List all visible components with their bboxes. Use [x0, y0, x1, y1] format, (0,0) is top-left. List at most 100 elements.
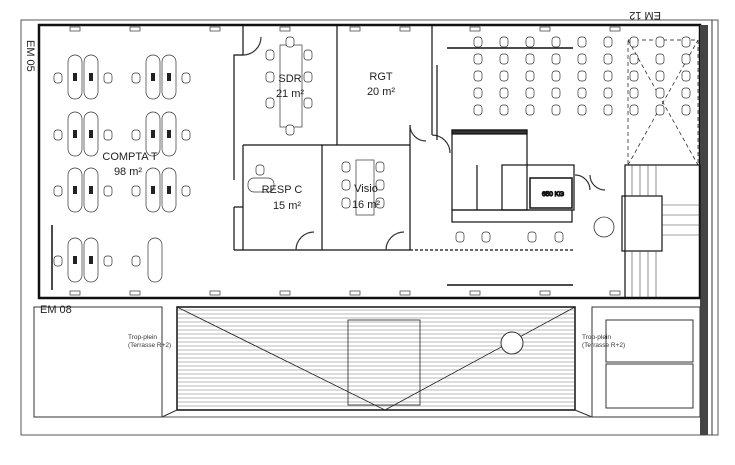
overflow-note-right-sub: (Terrasse R+2) — [582, 342, 625, 349]
window-marker — [69, 290, 81, 296]
chair-icon — [303, 71, 313, 83]
chair-icon — [551, 87, 561, 99]
window-marker — [399, 26, 411, 32]
room-area-rgt: 20 m² — [367, 86, 395, 98]
svg-text:650 KG: 650 KG — [542, 191, 564, 198]
chair-icon — [629, 36, 639, 48]
chair-icon — [655, 87, 665, 99]
deck-hatching — [178, 309, 574, 407]
facade-wall — [700, 25, 708, 435]
chair-icon — [629, 70, 639, 82]
monitor-icon — [167, 186, 171, 194]
monitor-icon — [151, 73, 155, 81]
monitor-icon — [73, 186, 77, 194]
chair-icon — [655, 70, 665, 82]
chair-icon — [681, 53, 691, 65]
chair-icon — [103, 185, 113, 197]
room-name-visio: Visio — [354, 183, 378, 195]
monitor-icon — [151, 186, 155, 194]
room-area-resp-c: 15 m² — [273, 200, 301, 212]
chair-icon — [473, 53, 483, 65]
zone-label-em05: EM 05 — [24, 40, 36, 72]
window-marker — [129, 290, 141, 296]
room-area-sdr: 21 m² — [276, 88, 304, 100]
meeting-table — [279, 44, 303, 128]
window-marker — [129, 26, 141, 32]
desk — [147, 237, 163, 283]
chair-icon — [499, 36, 509, 48]
window-marker — [609, 26, 621, 32]
overflow-note-left-sub: (Terrasse R+2) — [128, 342, 171, 349]
window-marker — [469, 290, 481, 296]
room-name-compta: COMPTA T — [102, 151, 157, 163]
zone-label-em08: EM 08 — [40, 304, 72, 316]
chair-icon — [551, 53, 561, 65]
chair-icon — [455, 231, 465, 243]
chair-icon — [131, 255, 141, 267]
chair-icon — [655, 104, 665, 116]
chair-icon — [655, 36, 665, 48]
room-name-rgt: RGT — [369, 71, 393, 83]
chair-icon — [554, 231, 564, 243]
chair-icon — [655, 53, 665, 65]
chair-icon — [103, 129, 113, 141]
chair-icon — [525, 53, 535, 65]
chair-icon — [603, 87, 613, 99]
window-marker — [69, 26, 81, 32]
monitor-icon — [89, 130, 93, 138]
chair-icon — [473, 70, 483, 82]
chair-icon — [525, 104, 535, 116]
chair-icon — [103, 255, 113, 267]
chair-icon — [181, 185, 191, 197]
chair-icon — [341, 179, 351, 191]
monitor-icon — [151, 130, 155, 138]
chair-icon — [53, 129, 63, 141]
terrace — [33, 297, 701, 418]
chair-icon — [603, 104, 613, 116]
chair-icon — [603, 70, 613, 82]
room-name-resp-c: RESP C — [262, 184, 303, 196]
chair-icon — [525, 87, 535, 99]
chair-icon — [499, 87, 509, 99]
chair-icon — [53, 185, 63, 197]
chair-icon — [681, 87, 691, 99]
chair-icon — [181, 129, 191, 141]
chair-icon — [499, 104, 509, 116]
chair-icon — [603, 53, 613, 65]
chair-icon — [473, 87, 483, 99]
overflow-note-left: Trop-plein — [128, 334, 157, 341]
outer-frame — [20, 19, 719, 436]
room-area-compta: 98 m² — [114, 166, 142, 178]
meeting-table — [355, 159, 375, 216]
chair-icon — [577, 104, 587, 116]
window-marker — [209, 26, 221, 32]
monitor-icon — [73, 256, 77, 264]
chair-icon — [131, 185, 141, 197]
window-marker — [399, 290, 411, 296]
chair-icon — [551, 70, 561, 82]
chair-icon — [285, 36, 295, 48]
chair-icon — [303, 49, 313, 61]
chair-icon — [103, 72, 113, 84]
chair-icon — [473, 104, 483, 116]
monitor-icon — [167, 130, 171, 138]
window-marker — [279, 290, 291, 296]
chair-icon — [629, 53, 639, 65]
chair-icon — [577, 36, 587, 48]
chair-icon — [53, 72, 63, 84]
chair-icon — [527, 231, 537, 243]
chair-icon — [131, 72, 141, 84]
monitor-icon — [89, 186, 93, 194]
chair-icon — [341, 161, 351, 173]
chair-icon — [303, 97, 313, 109]
chair-icon — [577, 70, 587, 82]
window-marker — [469, 26, 481, 32]
chair-icon — [577, 87, 587, 99]
desk — [247, 177, 275, 193]
chair-icon — [681, 104, 691, 116]
chair-icon — [53, 255, 63, 267]
chair-icon — [255, 164, 265, 176]
chair-icon — [265, 97, 275, 109]
chair-icon — [629, 87, 639, 99]
